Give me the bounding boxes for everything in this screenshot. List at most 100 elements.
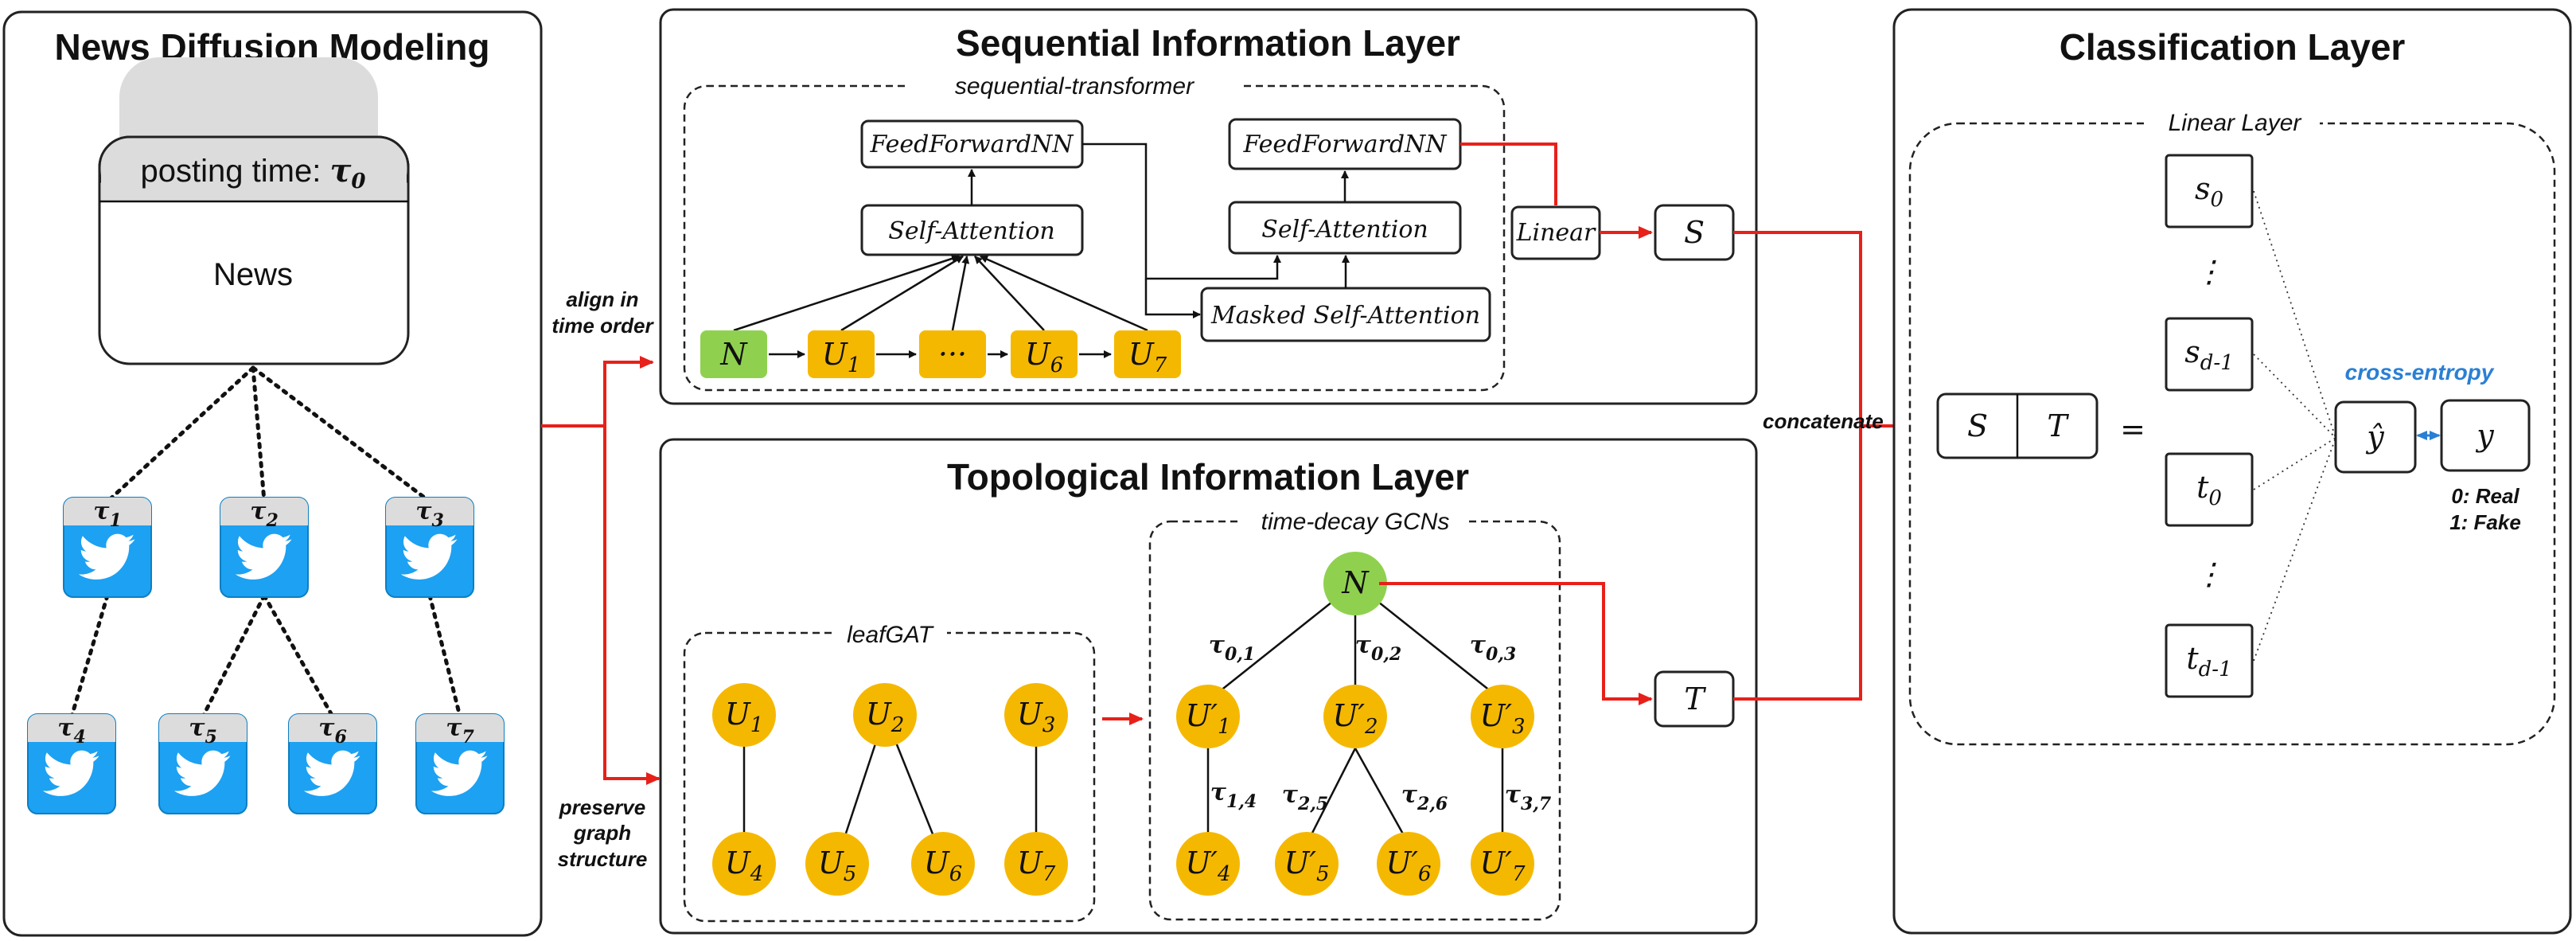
gcn-node: U′3 <box>1471 685 1534 748</box>
gcn-root-node-label: N <box>1341 565 1370 600</box>
tweet-node: τ1 <box>63 497 152 598</box>
gcn-node-label: U′4 <box>1185 845 1230 886</box>
encoder-self-attention-label: Self-Attention <box>888 217 1054 245</box>
linear-weights <box>2253 190 2336 662</box>
vector-ellipsis: ⋮ <box>2194 254 2224 289</box>
sequence-token: N <box>700 330 767 378</box>
t-label: T <box>1684 681 1706 716</box>
sequence-token-label: U6 <box>1025 337 1064 377</box>
vector-cell: t0 <box>2165 452 2254 527</box>
gcn-root-node: N <box>1323 552 1387 615</box>
tweet-time-label: τ1 <box>93 498 122 531</box>
cross-entropy-label: cross-entropy <box>2345 360 2495 385</box>
vector-ellipsis: ⋮ <box>2194 556 2224 592</box>
decoder-ffn-label: FeedForwardNN <box>1242 131 1448 158</box>
vector-cell-label: td-1 <box>2186 641 2231 681</box>
gcn-node-label: U′6 <box>1385 845 1431 886</box>
leafgat-node-label: U7 <box>1017 845 1056 886</box>
gcn-node-label: U′7 <box>1479 845 1526 886</box>
edge-time-label: τ2,5 <box>1282 781 1328 814</box>
leafgat-node-label: U5 <box>818 845 857 886</box>
gcn-node-label: U′5 <box>1284 845 1329 886</box>
sequence-token-label: U1 <box>822 337 861 377</box>
tweet-node: τ4 <box>27 713 116 814</box>
gcn-node-label: U′1 <box>1185 698 1230 739</box>
s-label: S <box>1684 215 1705 250</box>
sequence-token-label: ··· <box>938 337 967 372</box>
panel1-connectors: align in time order preserve graph struc… <box>541 287 661 871</box>
legend-real: 0: Real <box>2451 484 2519 508</box>
topological-panel: Topological Information Layer leafGAT ti… <box>659 438 1758 935</box>
preserve-label-line3: structure <box>558 847 648 871</box>
news-label: News <box>213 257 293 292</box>
gcn-node: U′4 <box>1176 832 1240 896</box>
news-diffusion-panel: News Diffusion Modeling posting time: τ0… <box>2 10 543 937</box>
tweet-node: τ3 <box>385 497 474 598</box>
y-hat-label: ŷ <box>2365 420 2384 455</box>
sequence-token: ··· <box>919 330 986 378</box>
masked-self-attention-label: Masked Self-Attention <box>1210 302 1480 330</box>
feature-vector: s0 ⋮ sd-1 t0 ⋮ td-1 <box>2165 154 2254 698</box>
gcn-node: U′7 <box>1471 832 1534 896</box>
gcn-node: U′2 <box>1323 685 1387 748</box>
leafgat-node-label: U3 <box>1017 697 1056 737</box>
token-sequence: N U1 ··· U6 U7 <box>700 330 1181 378</box>
vector-cell-label: t0 <box>2196 470 2222 510</box>
leafgat-node: U2 <box>853 683 917 747</box>
diffusion-edges <box>69 365 462 719</box>
token-attention-lines <box>733 255 1148 332</box>
leafgat-node-label: U1 <box>725 697 764 737</box>
tweet-time-label: τ2 <box>250 498 279 531</box>
leafgat-node: U1 <box>712 683 776 747</box>
tweet-node: τ5 <box>158 713 247 814</box>
sequence-token: U6 <box>1011 330 1078 378</box>
leafgat-node-label: U4 <box>725 845 764 886</box>
tweet-time-label: τ3 <box>415 498 444 531</box>
sequential-transformer-label: sequential-transformer <box>955 73 1194 100</box>
gcn-node: U′5 <box>1275 832 1339 896</box>
classification-title: Classification Layer <box>2060 26 2406 68</box>
y-box <box>2440 399 2531 472</box>
vector-cell-label: sd-1 <box>2184 334 2234 375</box>
y-label: y <box>2475 418 2494 453</box>
sequential-title: Sequential Information Layer <box>956 22 1460 64</box>
align-label-line2: time order <box>551 314 654 338</box>
edge-time-label: τ0,2 <box>1355 631 1401 665</box>
news-card: posting time: τ0 News <box>98 57 410 365</box>
topological-title: Topological Information Layer <box>947 456 1469 498</box>
leafgat-label: leafGAT <box>847 622 934 648</box>
gcn-label: time-decay GCNs <box>1261 509 1450 535</box>
tweet-node: τ7 <box>415 713 505 814</box>
gcn-node-label: U′3 <box>1479 698 1525 739</box>
tweet-time-label: τ6 <box>318 714 347 748</box>
leafgat-node-label: U6 <box>924 845 963 886</box>
concat-t-label: T <box>2047 408 2069 443</box>
preserve-label-line1: preserve <box>559 795 645 819</box>
sequence-token: U1 <box>808 330 875 378</box>
edge-time-label: τ3,7 <box>1505 781 1552 814</box>
leafgat-node: U7 <box>1004 832 1068 896</box>
vector-cell: s0 <box>2165 154 2254 228</box>
edge-time-label: τ1,4 <box>1210 779 1257 812</box>
tweet-nodes: τ1 τ2 τ3 τ4 τ5 τ6 τ7 <box>27 497 505 814</box>
posting-time-label: posting time: τ0 <box>141 152 366 193</box>
tweet-time-label: τ5 <box>189 714 217 748</box>
tweet-node: τ2 <box>220 497 309 598</box>
tweet-node: τ6 <box>288 713 377 814</box>
linear-label: Linear <box>1516 219 1596 247</box>
classification-panel: Classification Layer Linear Layer S T = … <box>1892 8 2572 935</box>
decoder-self-attention-label: Self-Attention <box>1261 216 1428 244</box>
gcn-nodes: N U′1 U′2 U′3U′4 U′5 U′6 U′7 <box>1176 552 1534 896</box>
vector-cell: sd-1 <box>2165 317 2254 392</box>
gcn-node: U′6 <box>1377 832 1440 896</box>
tweet-time-label: τ7 <box>446 714 474 748</box>
edge-time-label: τ0,3 <box>1470 631 1516 665</box>
tweet-time-label: τ4 <box>57 714 86 748</box>
gcn-node-label: U′2 <box>1332 698 1378 739</box>
sequence-token-label: U7 <box>1128 337 1167 377</box>
leafgat-node: U3 <box>1004 683 1068 747</box>
gcn-node: U′1 <box>1176 685 1240 748</box>
